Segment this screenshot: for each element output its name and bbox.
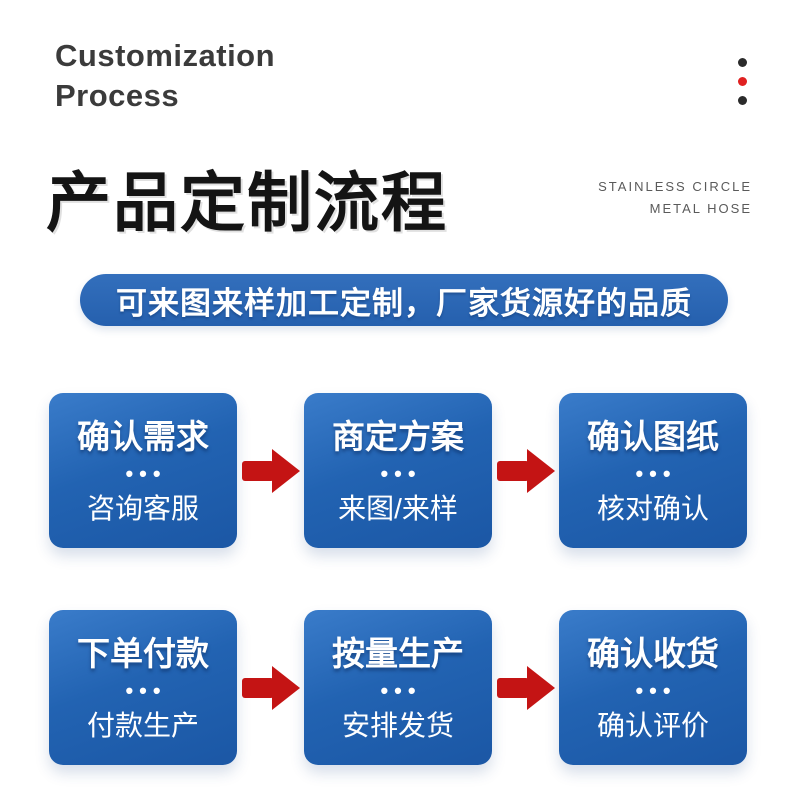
menu-dot-red-icon (738, 77, 747, 86)
kebab-menu-icon (738, 58, 747, 105)
step-subtitle: 核对确认 (596, 493, 709, 524)
arrow-right-icon (241, 448, 300, 493)
step-title: 商定方案 (332, 418, 464, 455)
menu-dot-icon (738, 96, 747, 105)
step-card-4: 下单付款 ••• 付款生产 (49, 610, 237, 765)
product-tagline: STAINLESS CIRCLE METAL HOSE (598, 176, 752, 220)
ellipsis-divider: ••• (635, 461, 677, 486)
arrow-right-icon (496, 448, 555, 493)
step-subtitle: 付款生产 (86, 710, 199, 741)
step-subtitle: 安排发货 (341, 710, 454, 741)
step-title: 按量生产 (332, 635, 464, 672)
step-card-6: 确认收货 ••• 确认评价 (559, 610, 747, 765)
ellipsis-divider: ••• (380, 461, 422, 486)
step-card-2: 商定方案 ••• 来图/来样 (304, 393, 492, 548)
ellipsis-divider: ••• (380, 678, 422, 703)
step-title: 下单付款 (77, 635, 209, 672)
page-title: 产品定制流程 (46, 166, 449, 239)
heading-line2: Process (55, 78, 180, 113)
promo-banner: 可来图来样加工定制，厂家货源好的品质 (80, 274, 728, 326)
step-subtitle: 咨询客服 (86, 493, 199, 524)
process-flow: 确认需求 ••• 咨询客服 商定方案 ••• 来图/来样 确认图纸 ••• 核对… (49, 393, 747, 765)
heading-line1: Customization (55, 38, 276, 73)
page-heading-english: Customization Process (55, 36, 275, 116)
step-title: 确认图纸 (587, 418, 719, 455)
ellipsis-divider: ••• (125, 461, 167, 486)
step-subtitle: 来图/来样 (338, 493, 458, 524)
step-title: 确认收货 (587, 635, 719, 672)
tagline-line2: METAL HOSE (649, 201, 752, 216)
menu-dot-icon (738, 58, 747, 67)
step-card-3: 确认图纸 ••• 核对确认 (559, 393, 747, 548)
step-subtitle: 确认评价 (596, 710, 709, 741)
step-card-1: 确认需求 ••• 咨询客服 (49, 393, 237, 548)
ellipsis-divider: ••• (125, 678, 167, 703)
step-title: 确认需求 (77, 418, 209, 455)
arrow-right-icon (496, 665, 555, 710)
flow-row-1: 确认需求 ••• 咨询客服 商定方案 ••• 来图/来样 确认图纸 ••• 核对… (49, 393, 747, 548)
arrow-right-icon (241, 665, 300, 710)
ellipsis-divider: ••• (635, 678, 677, 703)
promo-banner-text: 可来图来样加工定制，厂家货源好的品质 (116, 285, 692, 321)
step-card-5: 按量生产 ••• 安排发货 (304, 610, 492, 765)
flow-row-2: 下单付款 ••• 付款生产 按量生产 ••• 安排发货 确认收货 ••• 确认评… (49, 610, 747, 765)
tagline-line1: STAINLESS CIRCLE (598, 179, 752, 194)
